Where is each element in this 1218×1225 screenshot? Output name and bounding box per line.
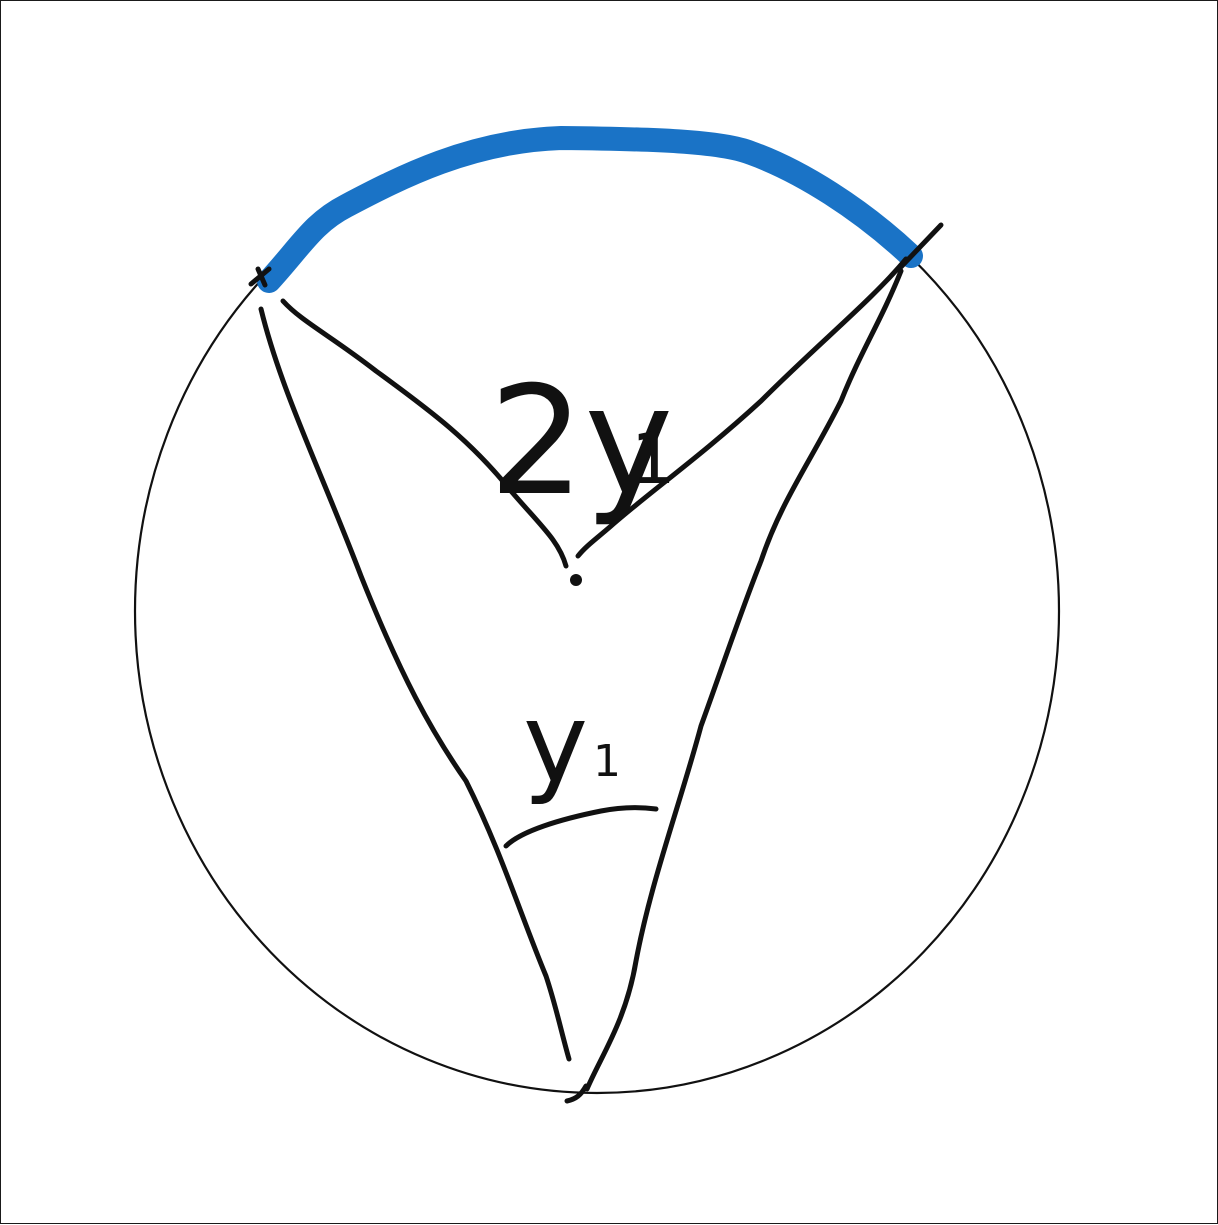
inscribed-angle-label: y	[523, 679, 588, 807]
radius-right	[575, 256, 909, 559]
highlighted-arc	[257, 126, 923, 293]
central-angle-label: 2y	[489, 355, 673, 529]
radius-left	[280, 298, 569, 569]
inscribed-angle-subscript: 1	[593, 736, 621, 787]
chord-left	[258, 306, 572, 1062]
chord-right	[584, 268, 904, 1092]
point-mark-right	[896, 222, 944, 272]
center-point	[570, 574, 582, 586]
point-mark-left	[248, 266, 272, 288]
central-angle-subscript: 1	[631, 418, 676, 500]
inscribed-angle-arc	[503, 805, 659, 849]
point-mark-bottom	[564, 1083, 589, 1104]
